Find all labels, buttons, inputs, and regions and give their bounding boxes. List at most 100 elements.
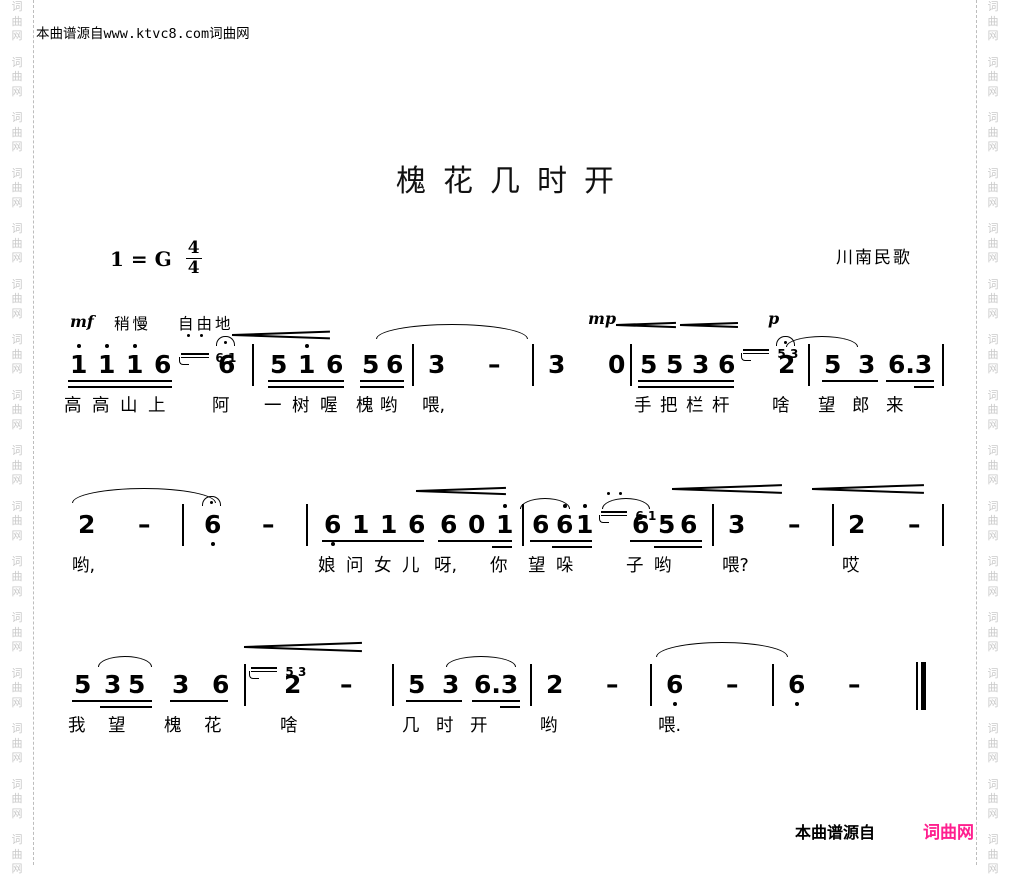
watermark-text: 词曲网 bbox=[987, 167, 999, 209]
slur-7 bbox=[446, 656, 516, 667]
watermark-text: 词曲网 bbox=[11, 334, 23, 376]
grace-note-group: 5 3 bbox=[741, 336, 798, 372]
key-signature: 1 = G 4 4 bbox=[110, 240, 202, 277]
note: 6 bbox=[632, 510, 650, 539]
margin-dashed-line-left bbox=[33, 0, 34, 865]
time-signature-numerator: 4 bbox=[185, 238, 202, 259]
barline bbox=[650, 664, 652, 706]
watermark-text: 词曲网 bbox=[11, 667, 23, 709]
note: 1 bbox=[496, 504, 513, 537]
sheet-music-page: 本曲谱源自www.ktvc8.com词曲网 槐花几时开 1 = G 4 4 川南… bbox=[36, 0, 974, 865]
footer-brand-link[interactable]: 词曲网 bbox=[923, 823, 974, 843]
lyric: 哚 bbox=[556, 556, 574, 576]
watermark-text: 词曲网 bbox=[987, 389, 999, 431]
beam bbox=[170, 700, 228, 702]
grace-note-group: 6 1 bbox=[179, 334, 236, 376]
watermark-text: 词曲网 bbox=[987, 112, 999, 154]
beam bbox=[630, 540, 702, 542]
beam bbox=[322, 540, 424, 542]
lyric: 喂, bbox=[422, 396, 446, 416]
lyric: 啥 bbox=[772, 396, 790, 416]
watermark-text: 词曲网 bbox=[11, 56, 23, 98]
tempo-slow: 稍慢 bbox=[114, 315, 152, 333]
lyric: 阿 bbox=[212, 396, 230, 416]
barline bbox=[244, 664, 246, 706]
note: 1 bbox=[126, 344, 143, 377]
watermark-text: 词曲网 bbox=[987, 223, 999, 265]
lyric: 哟 bbox=[540, 716, 558, 736]
note: 6 bbox=[788, 672, 805, 706]
header-credit-url: www.ktvc8.com bbox=[103, 26, 210, 42]
note: 6 bbox=[204, 512, 221, 546]
staff-system-2: 2 – 6 – 6 1 1 6 6 0 1 6 6 1 6 1 bbox=[36, 460, 974, 580]
barline bbox=[532, 344, 534, 386]
barline bbox=[306, 504, 308, 546]
note: 2 bbox=[284, 670, 302, 699]
note: 6 bbox=[324, 512, 341, 546]
fermata bbox=[216, 336, 235, 346]
barline bbox=[182, 504, 184, 546]
lyric: 把 bbox=[660, 396, 678, 416]
watermark-text: 词曲网 bbox=[11, 112, 23, 154]
beam bbox=[438, 540, 512, 542]
lyric: 槐 bbox=[164, 716, 182, 736]
note: 2 bbox=[778, 350, 796, 379]
watermark-text: 词曲网 bbox=[11, 445, 23, 487]
note: 2 bbox=[546, 670, 564, 699]
note: 0 bbox=[468, 510, 486, 539]
beam bbox=[492, 546, 512, 548]
note: 6 bbox=[532, 510, 550, 539]
watermark-text: 词曲网 bbox=[11, 723, 23, 765]
watermark-text: 词曲网 bbox=[11, 389, 23, 431]
watermark-text: 词曲网 bbox=[987, 334, 999, 376]
lyric: 望 bbox=[818, 396, 836, 416]
note: 5 bbox=[640, 350, 658, 379]
note-extender: – bbox=[726, 670, 739, 699]
lyric: 开 bbox=[470, 716, 488, 736]
note: 1 bbox=[98, 344, 115, 377]
beam bbox=[268, 380, 344, 382]
note: 6 bbox=[440, 510, 458, 539]
hairpin-diminuendo-4 bbox=[811, 482, 924, 494]
watermark-text: 词曲网 bbox=[11, 1, 23, 43]
note: 5 bbox=[658, 510, 676, 539]
beam bbox=[72, 700, 152, 702]
lyric: 高 bbox=[92, 396, 110, 416]
footer-credit: 本曲谱源自 词曲网 bbox=[795, 818, 974, 844]
staff-system-3: 5 3 5 3 6 5 3 2 – 5 3 6.3 2 – bbox=[36, 620, 974, 740]
lyric: 哟, bbox=[72, 556, 96, 576]
hairpin-diminuendo-2 bbox=[679, 318, 738, 330]
watermark-text: 词曲网 bbox=[11, 612, 23, 654]
lyric: 女 bbox=[374, 556, 392, 576]
beam bbox=[472, 700, 520, 702]
note: 6 bbox=[718, 350, 736, 379]
lyric: 你 bbox=[490, 556, 508, 576]
dynamic-mp: mp bbox=[588, 309, 617, 328]
note: 1 bbox=[576, 504, 593, 537]
grace-note-group: 5 3 bbox=[249, 654, 306, 690]
note: 6 bbox=[154, 350, 172, 379]
barline bbox=[772, 664, 774, 706]
note: 0 bbox=[608, 350, 626, 379]
note: 6 bbox=[212, 670, 230, 699]
beam bbox=[530, 540, 592, 542]
lyric: 娘 bbox=[318, 556, 336, 576]
slur-3 bbox=[72, 488, 216, 503]
note: 5 bbox=[408, 670, 426, 699]
watermark-text: 词曲网 bbox=[987, 445, 999, 487]
lyric: 啥 bbox=[280, 716, 298, 736]
watermark-text: 词曲网 bbox=[987, 56, 999, 98]
note: 6.3 bbox=[474, 670, 519, 699]
note: 6 bbox=[408, 510, 426, 539]
grace-note-group: 6 1 bbox=[599, 492, 656, 534]
barline bbox=[530, 664, 532, 706]
beam bbox=[654, 546, 702, 548]
composer-credit: 川南民歌 bbox=[836, 248, 912, 268]
note: 5 bbox=[362, 350, 380, 379]
beam bbox=[552, 546, 592, 548]
hairpin-diminuendo-1 bbox=[231, 328, 330, 340]
note: 1 bbox=[352, 510, 370, 539]
lyric: 子 bbox=[626, 556, 644, 576]
lyric: 儿 bbox=[402, 556, 420, 576]
beam bbox=[268, 386, 344, 388]
